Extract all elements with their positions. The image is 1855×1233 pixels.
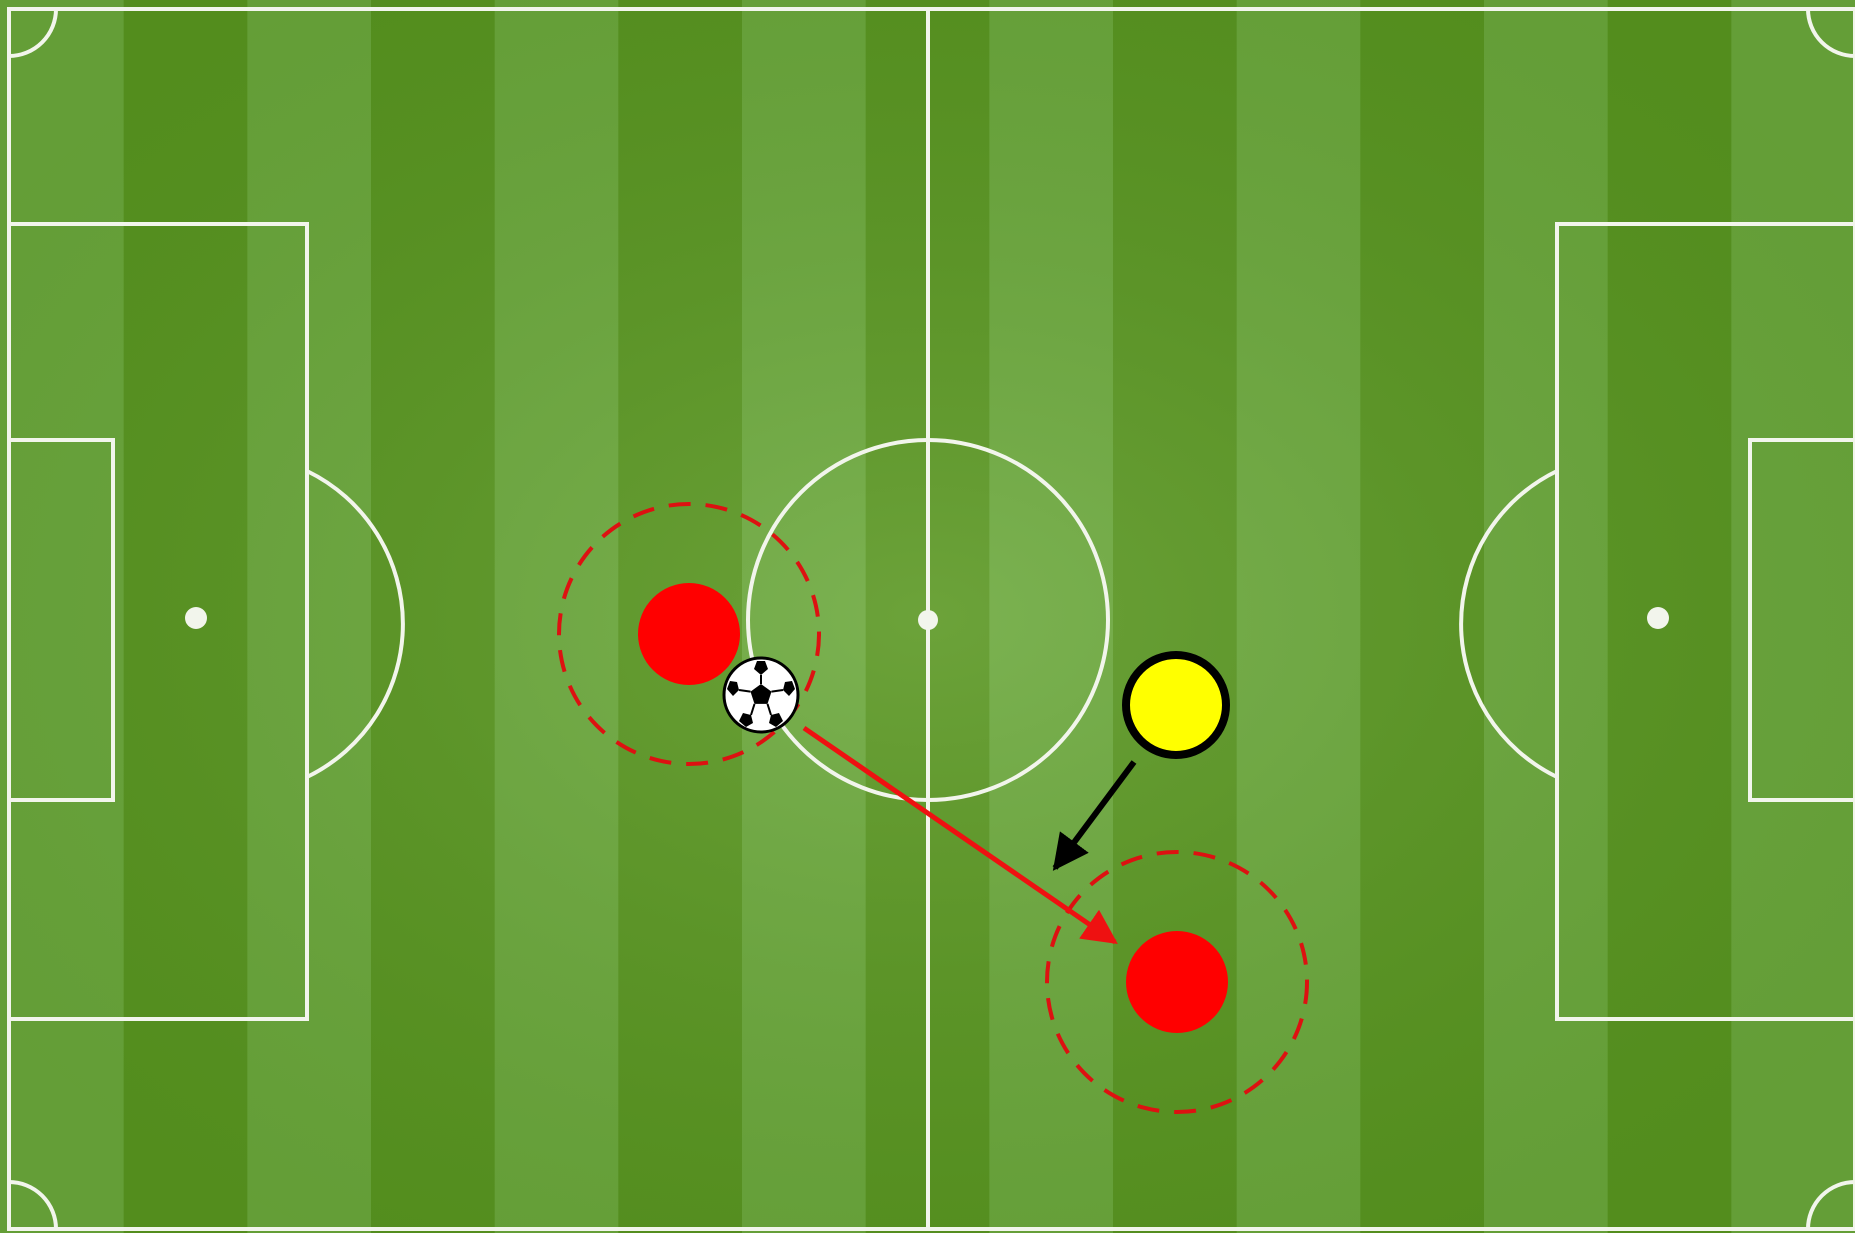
right-penalty-spot (1647, 607, 1669, 629)
centre-spot (918, 610, 938, 630)
defender-yellow (1126, 655, 1226, 755)
attacker-receiver (1126, 931, 1228, 1033)
left-penalty-spot (185, 607, 207, 629)
soccer-ball (724, 658, 798, 732)
attacker-with-ball (638, 583, 740, 685)
